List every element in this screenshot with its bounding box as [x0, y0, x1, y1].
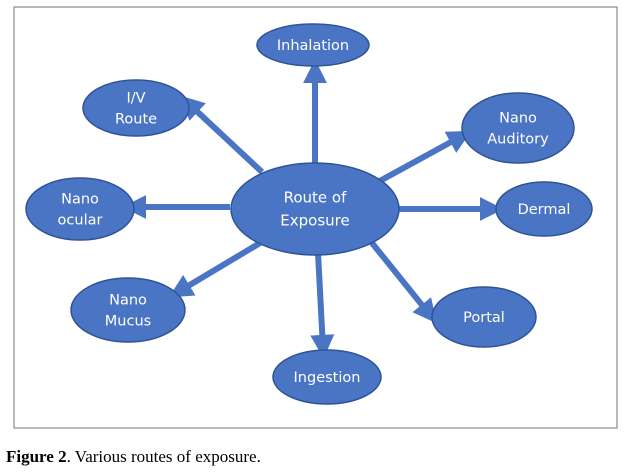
nano-mucus-label-line-2: Mucus — [105, 314, 151, 330]
node-ingestion: Ingestion — [272, 349, 382, 405]
portal-ellipse — [431, 286, 537, 348]
arrow-to-nano-mucus — [168, 240, 262, 298]
nano-mucus-label-line-1: Nano — [109, 293, 147, 309]
iv-route-label-line-2: Route — [115, 112, 157, 128]
nano-auditory-ellipse — [461, 92, 575, 164]
caption-text: . Various routes of exposure. — [66, 447, 261, 466]
caption-label: Figure 2 — [6, 447, 67, 466]
figure-caption: Figure 2. Various routes of exposure. — [6, 447, 261, 467]
inhalation-ellipse — [256, 23, 370, 67]
ingestion-ellipse — [272, 349, 382, 405]
arrow-to-ingestion — [310, 252, 335, 359]
arrows — [122, 59, 504, 359]
node-inhalation: Inhalation — [256, 23, 370, 67]
node-center-route-of-exposure: Route of Exposure — [230, 162, 400, 256]
arrow-to-nano-auditory — [376, 130, 472, 185]
node-iv-route: I/V Route — [82, 79, 190, 137]
node-portal: Portal — [431, 286, 537, 348]
nano-auditory-label-line-2: Auditory — [487, 132, 549, 148]
nodes: InhalationNanoAuditoryDermalPortalIngest… — [25, 23, 593, 405]
nano-auditory-label-line-1: Nano — [499, 111, 537, 127]
dermal-ellipse — [495, 181, 593, 237]
arrow-to-iv-route — [180, 95, 265, 175]
frame-border — [13, 6, 618, 429]
nano-ocular-label-line-2: ocular — [58, 213, 103, 229]
center-ellipse — [230, 162, 400, 256]
iv-route-label-line-1: I/V — [126, 91, 145, 107]
inhalation-label-line-1: Inhalation — [277, 38, 349, 54]
nano-ocular-label-line-1: Nano — [61, 192, 99, 208]
arrow-to-portal — [365, 236, 437, 324]
iv-route-ellipse — [82, 79, 190, 137]
center-label-line-1: Route of — [284, 189, 347, 207]
node-dermal: Dermal — [495, 181, 593, 237]
ingestion-label-line-1: Ingestion — [294, 370, 361, 386]
portal-label-line-1: Portal — [463, 310, 505, 326]
nano-ocular-ellipse — [25, 177, 135, 241]
route-of-exposure-diagram: InhalationNanoAuditoryDermalPortalIngest… — [13, 6, 618, 429]
node-nano-ocular: Nano ocular — [25, 177, 135, 241]
dermal-label-line-1: Dermal — [518, 202, 571, 218]
center-label-line-2: Exposure — [280, 212, 349, 230]
nano-mucus-ellipse — [70, 277, 186, 343]
